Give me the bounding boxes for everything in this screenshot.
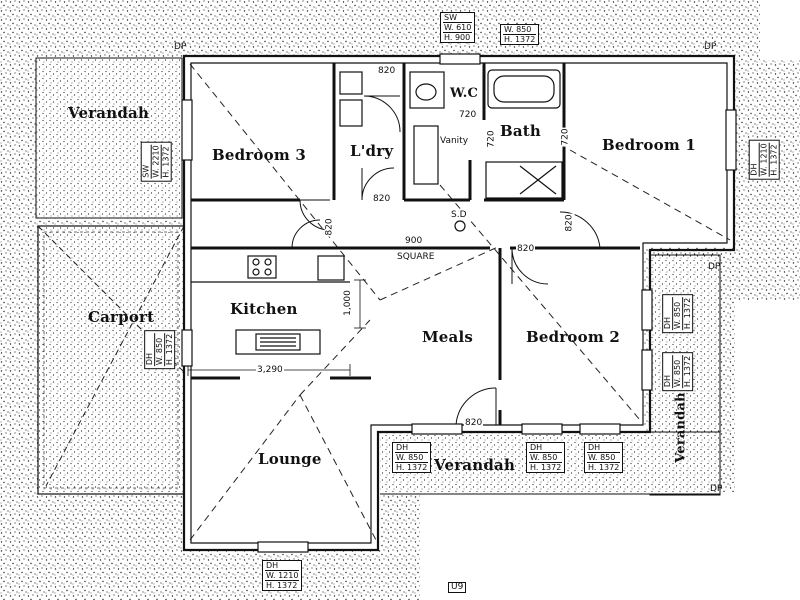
room-label-kitchen: Kitchen bbox=[230, 300, 298, 318]
downpipe-marker-ne: DP bbox=[704, 42, 717, 52]
room-label-bedroom-2: Bedroom 2 bbox=[526, 328, 620, 346]
dim-820-meals: 820 bbox=[464, 418, 484, 428]
smoke-detector-label: S.D bbox=[450, 210, 468, 220]
dim-820-laundry: 820 bbox=[372, 194, 392, 204]
downpipe-marker-nw: DP bbox=[174, 42, 187, 52]
dim-820-bedroom-1: 820 bbox=[564, 213, 575, 233]
door-swings bbox=[291, 95, 601, 426]
room-label-carport: Carport bbox=[88, 308, 155, 326]
room-label-bedroom-1: Bedroom 1 bbox=[602, 136, 696, 154]
dim-720-wc: 720 bbox=[458, 110, 478, 120]
dim-3290: 3,290 bbox=[256, 365, 284, 375]
roof-lines bbox=[189, 63, 731, 541]
room-label-meals: Meals bbox=[422, 328, 474, 346]
dim-1000: 1,000 bbox=[342, 289, 353, 317]
dim-720-bath-a: 720 bbox=[486, 129, 497, 149]
room-label-verandah-east: Verandah bbox=[673, 392, 689, 463]
dim-820-bedroom-3: 820 bbox=[324, 217, 335, 237]
dim-900: 900 bbox=[404, 236, 424, 246]
u9-marker: U9 bbox=[448, 582, 467, 593]
dim-820-top: 820 bbox=[377, 66, 397, 76]
room-label-lounge: Lounge bbox=[258, 450, 322, 468]
room-label-wc: W.C bbox=[450, 86, 479, 101]
room-label-verandah-nw: Verandah bbox=[68, 104, 150, 122]
downpipe-marker-se: DP bbox=[708, 262, 721, 272]
verandah-nw-area bbox=[35, 57, 183, 219]
room-label-verandah-south: Verandah bbox=[434, 456, 516, 474]
dim-square: SQUARE bbox=[396, 252, 436, 262]
fixtures bbox=[191, 69, 563, 355]
dim-820-bedroom-2: 820 bbox=[516, 244, 536, 254]
window-marks bbox=[181, 53, 737, 553]
room-label-laundry: L'dry bbox=[350, 142, 394, 160]
room-label-bath: Bath bbox=[500, 122, 542, 140]
internal-walls bbox=[191, 63, 640, 425]
dim-720-bath-b: 720 bbox=[560, 127, 571, 147]
room-label-bedroom-3: Bedroom 3 bbox=[212, 146, 306, 164]
downpipe-marker-s: DP bbox=[710, 484, 723, 494]
room-label-vanity: Vanity bbox=[440, 136, 469, 146]
